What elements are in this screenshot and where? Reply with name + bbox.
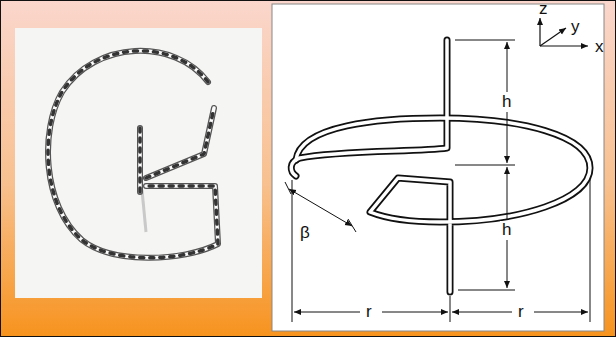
dimension-label: r xyxy=(516,303,526,321)
dimension-lines xyxy=(285,40,590,322)
angle-label: β xyxy=(298,224,312,242)
antenna-drawing xyxy=(291,40,590,292)
dimension-label: h xyxy=(500,93,513,111)
axis-label: x xyxy=(593,38,606,56)
axis-label: y xyxy=(569,18,582,36)
axis-label: z xyxy=(537,0,550,18)
drawing-panel xyxy=(272,4,604,331)
dimension-label: r xyxy=(364,303,374,321)
dimension-label: h xyxy=(500,221,513,239)
photo-antenna xyxy=(15,28,262,298)
axis-arrows xyxy=(540,18,588,46)
